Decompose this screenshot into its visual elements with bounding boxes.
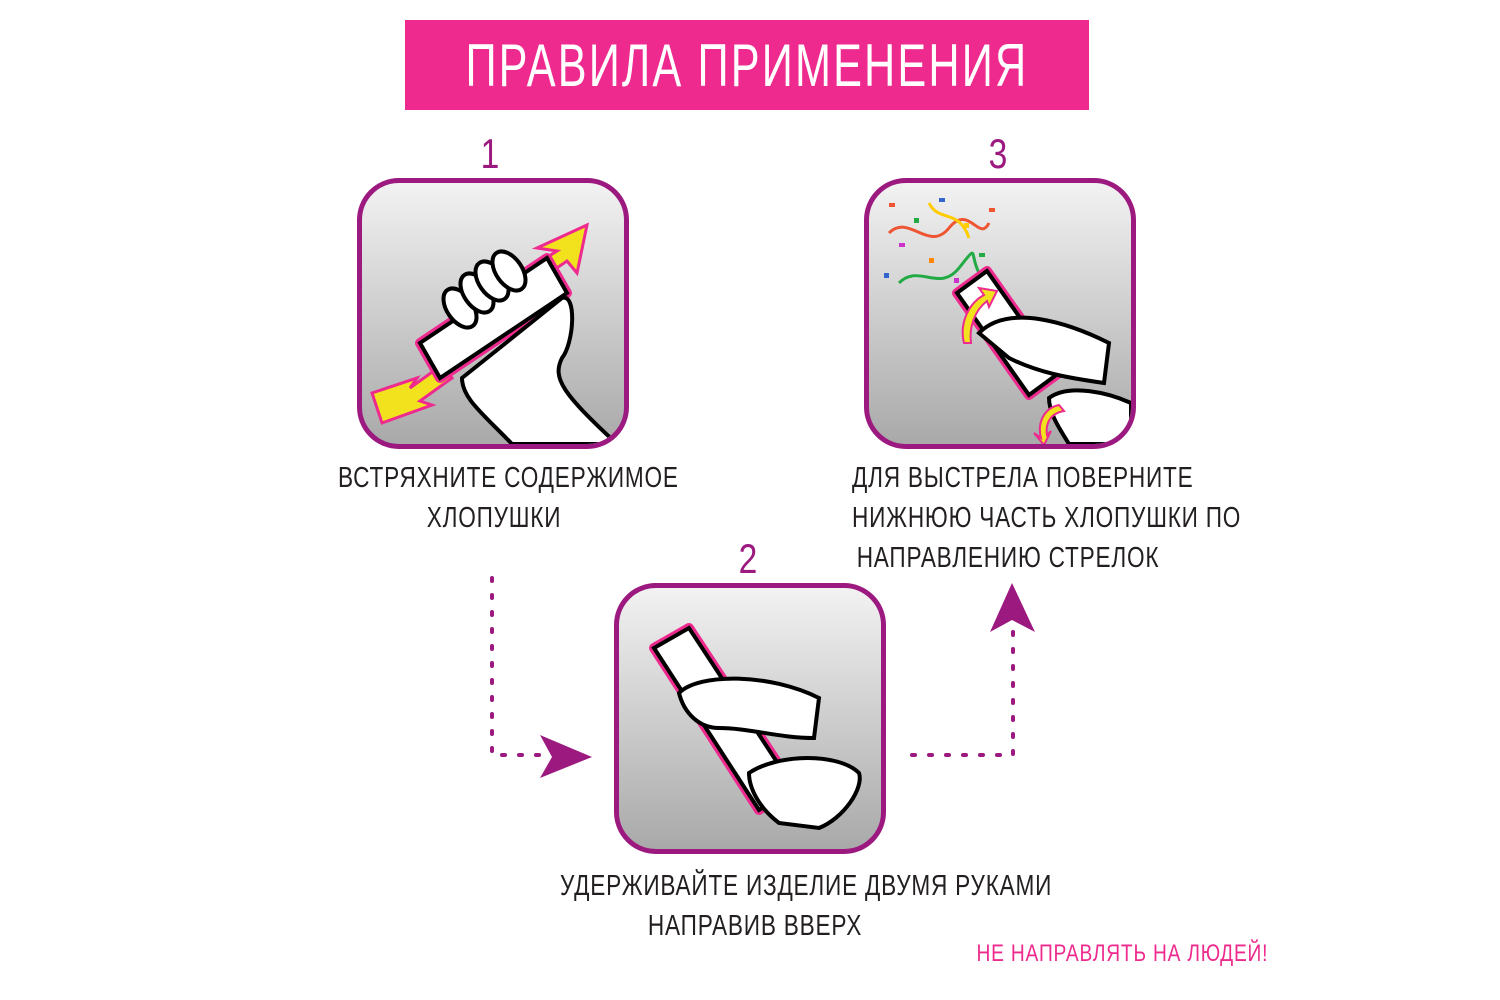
caption-line: ВСТРЯХНИТЕ СОДЕРЖИМОЕ xyxy=(338,462,679,494)
step-2-number: 2 xyxy=(738,535,758,582)
step-3-caption: ДЛЯ ВЫСТРЕЛА ПОВЕРНИТЕ НИЖНЮЮ ЧАСТЬ ХЛОП… xyxy=(808,458,1242,578)
hands-icon xyxy=(976,315,1131,444)
caption-line: ХЛОПУШКИ xyxy=(426,502,562,534)
step-2-illustration xyxy=(614,583,886,854)
title-banner: ПРАВИЛА ПРИМЕНЕНИЯ xyxy=(405,20,1089,110)
caption-line: НАПРАВИВ ВВЕРХ xyxy=(647,910,863,942)
rotate-arrow-icon xyxy=(961,286,1066,444)
hands-icon xyxy=(676,676,862,831)
step-3-illustration xyxy=(864,178,1136,449)
caption-line: НАПРАВЛЕНИЮ СТРЕЛОК xyxy=(856,542,1160,574)
hand-icon xyxy=(441,249,620,444)
step-1-illustration xyxy=(357,178,629,449)
step-1-caption: ВСТРЯХНИТЕ СОДЕРЖИМОЕ ХЛОПУШКИ xyxy=(294,458,694,538)
step-2-caption: УДЕРЖИВАЙТЕ ИЗДЕЛИЕ ДВУМЯ РУКАМИ НАПРАВИ… xyxy=(505,866,1053,946)
confetti-icon xyxy=(884,198,995,285)
caption-line: ДЛЯ ВЫСТРЕЛА ПОВЕРНИТЕ xyxy=(852,462,1194,494)
caption-line: УДЕРЖИВАЙТЕ ИЗДЕЛИЕ ДВУМЯ РУКАМИ xyxy=(560,870,1053,902)
flow-arrow-1-to-2 xyxy=(490,576,592,778)
page-title: ПРАВИЛА ПРИМЕНЕНИЯ xyxy=(465,31,1029,99)
warning-text: НЕ НАПРАВЛЯТЬ НА ЛЮДЕЙ! xyxy=(940,940,1267,968)
warning-label: НЕ НАПРАВЛЯТЬ НА ЛЮДЕЙ! xyxy=(976,940,1269,967)
flow-arrow-2-to-3 xyxy=(910,583,1035,757)
step-1-number: 1 xyxy=(480,130,500,177)
caption-line: НИЖНЮЮ ЧАСТЬ ХЛОПУШКИ ПО xyxy=(852,502,1242,534)
step-3-number: 3 xyxy=(988,130,1008,177)
